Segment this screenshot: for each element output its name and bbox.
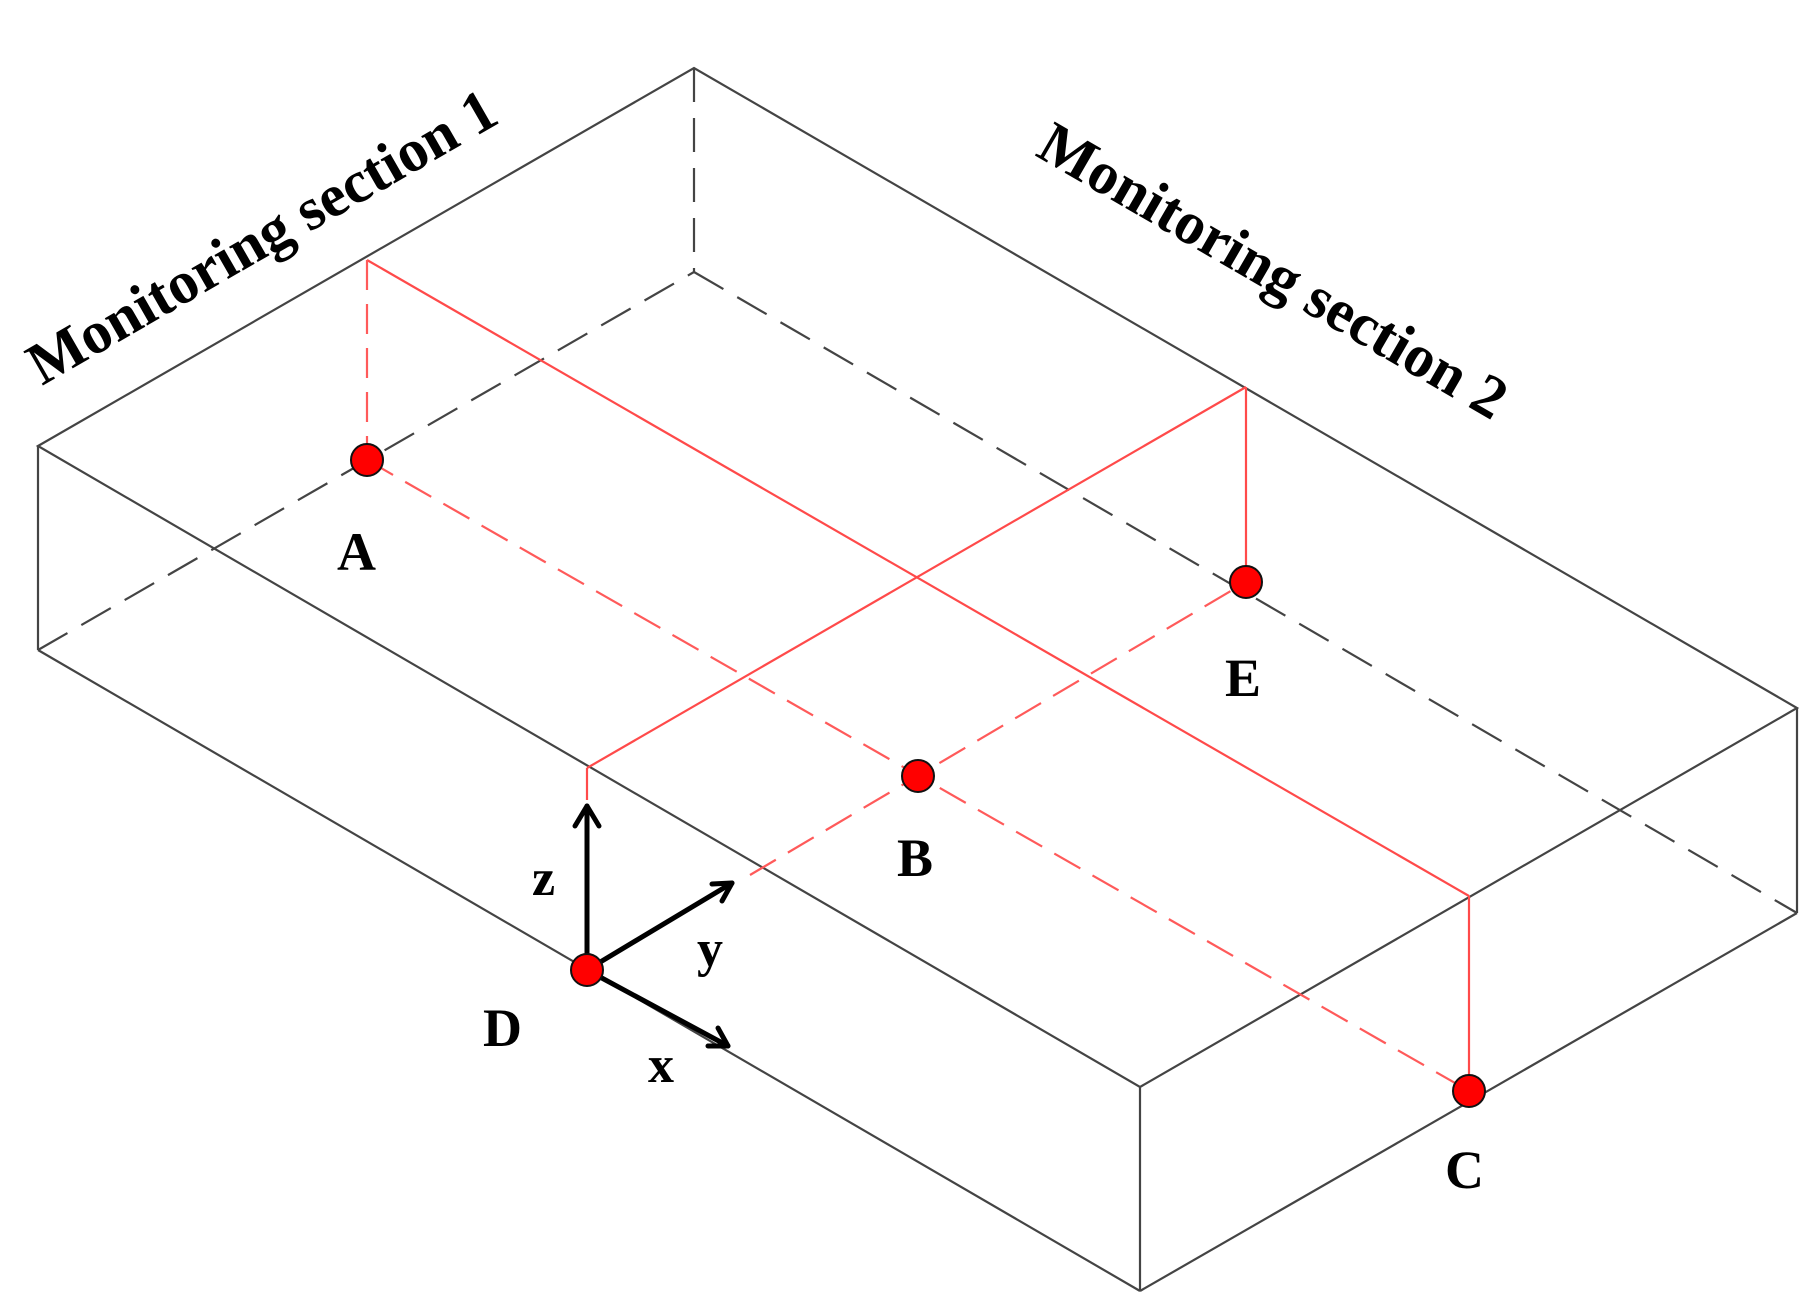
point-b-label: B — [897, 828, 933, 888]
point-a-label: A — [337, 522, 376, 582]
point-d-marker — [570, 953, 604, 987]
y-axis-arrow — [584, 880, 735, 973]
y-axis-label: y — [697, 921, 723, 978]
coordinate-axes: z y x — [532, 803, 735, 1094]
monitoring-section-2-label: Monitoring section 2 — [1027, 109, 1519, 432]
monitoring-section-1-label: Monitoring section 1 — [16, 76, 508, 397]
x-axis-label: x — [648, 1037, 674, 1094]
point-e-marker — [1229, 565, 1263, 599]
x-axis-arrowhead — [705, 1025, 731, 1049]
monitoring-lines — [365, 259, 1471, 1092]
monitoring-points — [350, 443, 1486, 1108]
point-e-label: E — [1225, 648, 1261, 708]
point-b-marker — [901, 759, 935, 793]
hidden-edge-bottom-back — [693, 271, 1798, 914]
top-line-section1 — [366, 259, 1470, 897]
z-axis-label: z — [532, 850, 555, 907]
point-c-marker — [1452, 1074, 1486, 1108]
point-d-label: D — [483, 998, 522, 1058]
point-c-label: C — [1445, 1140, 1484, 1200]
z-axis-arrowhead — [572, 803, 602, 829]
point-labels: A B C D E — [337, 522, 1484, 1200]
buried-line-d-e — [749, 581, 1247, 876]
y-axis-arrowhead — [709, 880, 735, 904]
x-axis-arrow — [584, 967, 731, 1049]
top-line-section2 — [586, 386, 1247, 769]
point-a-marker — [350, 443, 384, 477]
